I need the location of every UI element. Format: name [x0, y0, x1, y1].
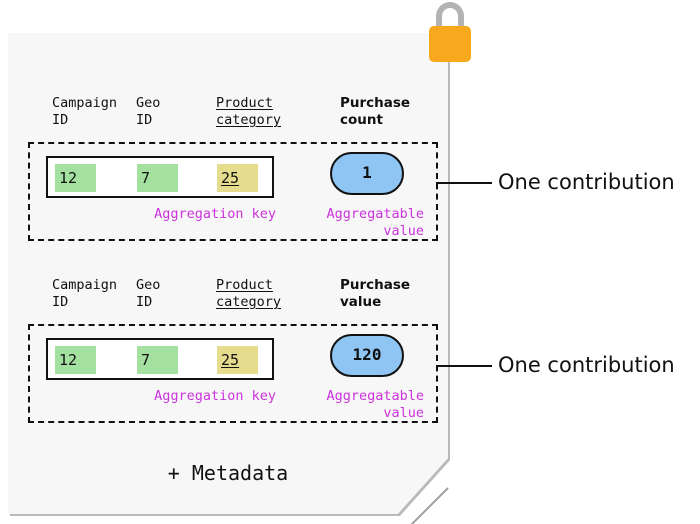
aggregatable-value-oval-1: 1 [330, 152, 404, 195]
padlock-shackle [436, 2, 464, 34]
note-aggregation-key-1: Aggregation key [154, 206, 276, 222]
aggregatable-value-oval-2: 120 [330, 334, 404, 377]
note-aggregation-key-2: Aggregation key [154, 388, 276, 404]
padlock-body [429, 26, 471, 62]
note-aggregatable-value-2: Aggregatable value [326, 388, 424, 421]
header-campaign-id-2: Campaign ID [52, 277, 118, 310]
encrypted-report-document [8, 33, 448, 514]
metadata-label: + Metadata [167, 461, 289, 485]
contribution-block-2: Campaign ID Geo ID Product category Purc… [28, 277, 438, 423]
header-purchase-count: Purchase count [340, 95, 411, 128]
note-aggregatable-value-1: Aggregatable value [326, 206, 424, 239]
key-chip-campaign-id-2: 12 [55, 346, 96, 374]
header-campaign-id: Campaign ID [52, 95, 118, 128]
header-product-category-2: Product category [216, 277, 282, 310]
key-chip-product-category-2: 25 [217, 346, 258, 374]
key-chip-geo-id-2: 7 [137, 346, 178, 374]
key-chip-geo-id-1: 7 [137, 164, 178, 192]
key-chip-product-category-1: 25 [217, 164, 258, 192]
callout-label-2: One contribution [498, 353, 675, 377]
header-product-category: Product category [216, 95, 282, 128]
aggregation-key-box-1: 12 7 25 [46, 156, 274, 198]
header-purchase-value: Purchase value [340, 277, 411, 310]
contribution-block-1: Campaign ID Geo ID Product category Purc… [28, 95, 438, 241]
contribution-boundary-1: 12 7 25 1 Aggregation key Aggregatable v… [28, 142, 438, 241]
callout-leader-line-2 [436, 365, 492, 367]
column-headers-2: Campaign ID Geo ID Product category Purc… [28, 277, 438, 324]
header-geo-id-2: Geo ID [136, 277, 161, 310]
column-headers-1: Campaign ID Geo ID Product category Purc… [28, 95, 438, 142]
key-chip-campaign-id-1: 12 [55, 164, 96, 192]
callout-leader-line-1 [436, 182, 492, 184]
padlock-icon [427, 2, 473, 66]
aggregation-key-box-2: 12 7 25 [46, 338, 274, 380]
contribution-boundary-2: 12 7 25 120 Aggregation key Aggregatable… [28, 324, 438, 423]
header-geo-id: Geo ID [136, 95, 161, 128]
callout-label-1: One contribution [498, 170, 675, 194]
